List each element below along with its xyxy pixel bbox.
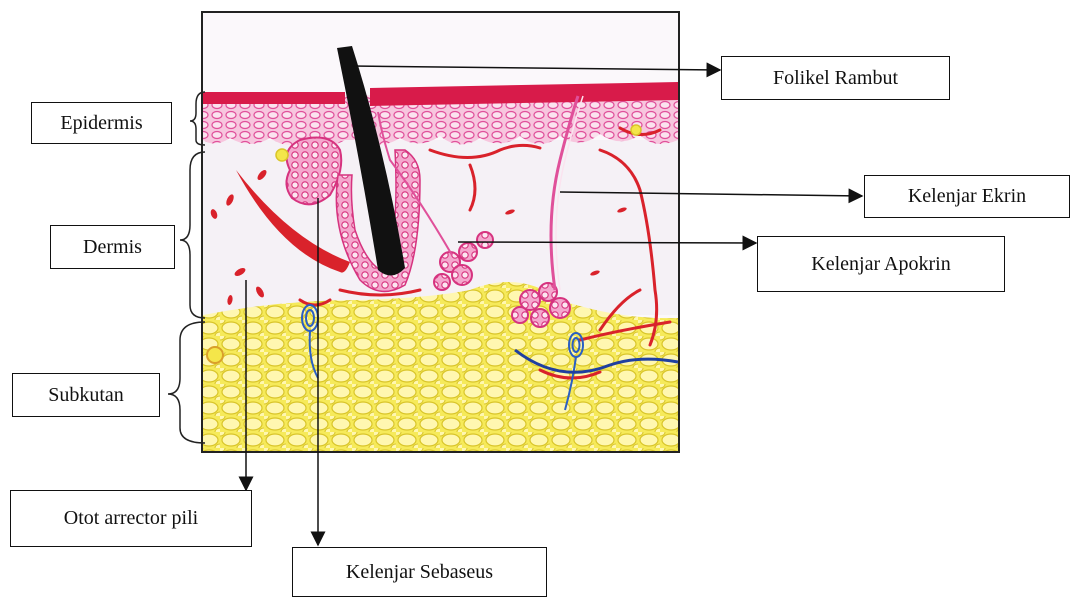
- label-subkutan: Subkutan: [12, 373, 160, 417]
- sensory-receptor: [276, 149, 288, 161]
- label-dermis: Dermis: [50, 225, 175, 269]
- label-epidermis: Epidermis: [31, 102, 172, 144]
- label-kelenjar-sebaseus: Kelenjar Sebaseus: [292, 547, 547, 597]
- label-kelenjar-apokrin: Kelenjar Apokrin: [757, 236, 1005, 292]
- stratum-corneum: [203, 92, 345, 104]
- label-kelenjar-ekrin: Kelenjar Ekrin: [864, 175, 1070, 218]
- label-folikel-rambut: Folikel Rambut: [721, 56, 950, 100]
- label-otot-arrector-pili: Otot arrector pili: [10, 490, 252, 547]
